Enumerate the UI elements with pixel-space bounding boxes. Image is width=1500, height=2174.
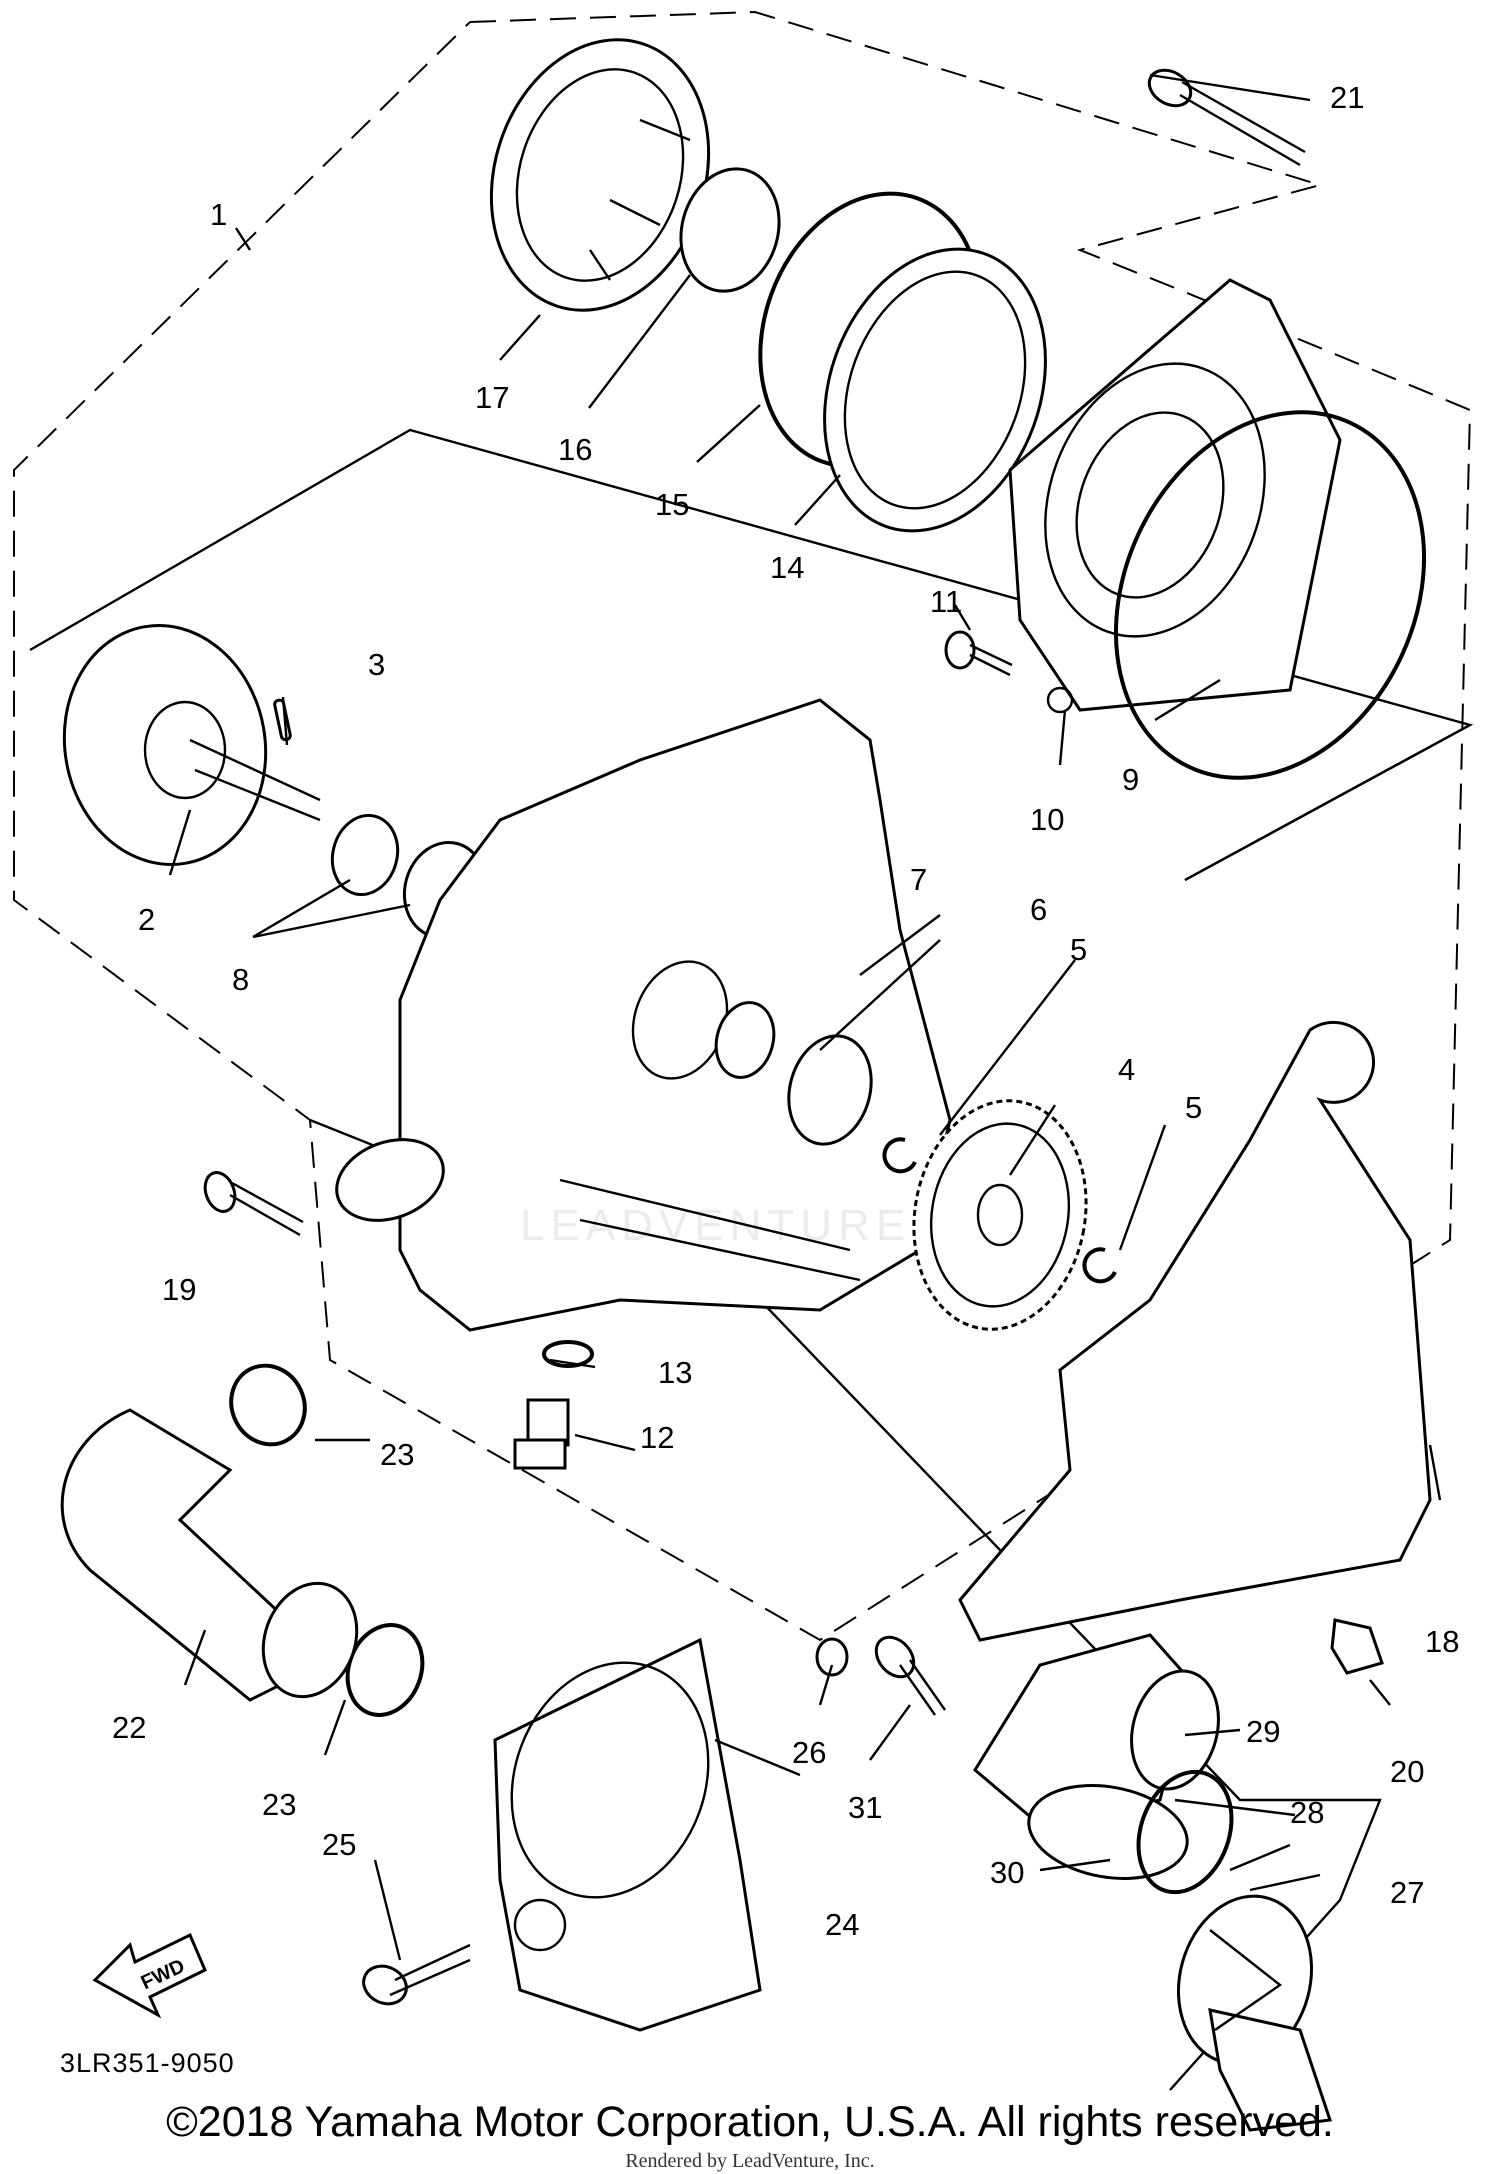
callout-29: 29 — [1246, 1714, 1280, 1749]
part-12-drain-plug — [513, 1398, 570, 1470]
diagram-code: 3LR351-9050 — [60, 2048, 235, 2078]
assembly-boundary-dashed — [13, 10, 1472, 1642]
callout-4: 4 — [1118, 1052, 1135, 1087]
callout-13: 13 — [658, 1355, 692, 1390]
callout-19: 19 — [162, 1272, 196, 1307]
callout-1: 1 — [210, 197, 227, 232]
callout-5b: 5 — [1185, 1090, 1202, 1125]
leader-lines — [168, 73, 1442, 1961]
part-29-thermostat-cover — [973, 1633, 1220, 1827]
callout-8: 8 — [232, 962, 249, 997]
rendered-by-credit: Rendered by LeadVenture, Inc. — [625, 2150, 875, 2172]
callout-2: 2 — [138, 902, 155, 937]
part-9-o-ring — [1113, 410, 1427, 780]
callout-6: 6 — [1030, 892, 1047, 927]
fwd-arrow-icon: FWD — [92, 1932, 207, 2019]
part-7-bearing — [714, 1001, 776, 1079]
part-28-o-ring — [1136, 1769, 1234, 1895]
copyright-notice: ©2018 Yamaha Motor Corporation, U.S.A. A… — [166, 2098, 1334, 2146]
callout-9: 9 — [1122, 762, 1139, 797]
callout-30: 30 — [990, 1855, 1024, 1890]
part-5-clip-a — [882, 1137, 917, 1174]
callout-20: 20 — [1390, 1754, 1424, 1789]
callout-5a: 5 — [1070, 932, 1087, 967]
water-pump-housing — [335, 698, 952, 1332]
watermark: LEADVENTURE — [520, 1201, 911, 1250]
callout-21: 21 — [1330, 80, 1364, 115]
part-22-elbow-pipe — [60, 1408, 333, 1702]
callout-17: 17 — [475, 380, 509, 415]
pump-cover-group-outline — [1184, 723, 1471, 882]
callout-22: 22 — [112, 1710, 146, 1745]
callout-26: 26 — [792, 1735, 826, 1770]
callout-7: 7 — [910, 862, 927, 897]
callout-11: 11 — [930, 584, 962, 619]
part-16-cap — [679, 167, 781, 293]
callout-15: 15 — [655, 487, 689, 522]
part-20-cap — [1330, 1618, 1384, 1675]
callout-31: 31 — [848, 1790, 882, 1825]
part-31-bolt — [874, 1635, 946, 1716]
part-6-bearing — [787, 1034, 873, 1146]
part-23-o-ring-a — [229, 1363, 307, 1447]
part-3-pin — [273, 698, 292, 742]
part-25-bolt — [362, 1943, 471, 2006]
callout-12: 12 — [640, 1420, 674, 1455]
part-24-thermostat-housing — [493, 1637, 762, 2032]
part-13-o-ring — [542, 1340, 594, 1368]
part-10-pump-cover — [1008, 278, 1342, 714]
callout-23a: 23 — [380, 1437, 414, 1472]
callout-27: 27 — [1390, 1875, 1424, 1910]
part-26-cap — [815, 1637, 849, 1677]
callout-10: 10 — [1030, 802, 1064, 837]
part-19-bolt — [203, 1171, 304, 1237]
part-11-bolt — [944, 630, 1013, 677]
callout-numbers: 1 2 3 4 5 5 6 7 8 9 10 11 12 13 14 15 16… — [112, 80, 1459, 1942]
callout-14: 14 — [770, 550, 804, 585]
part-2-impeller — [62, 624, 321, 866]
part-17-seal-cup — [489, 38, 711, 312]
callout-28: 28 — [1290, 1795, 1324, 1830]
part-14-seal-ring — [823, 247, 1047, 533]
callout-18: 18 — [1425, 1624, 1459, 1659]
part-22-pipe-end — [261, 1581, 359, 1699]
part-5-clip-b — [1082, 1247, 1117, 1284]
part-27-thermostat — [1176, 1894, 1333, 2132]
callout-23b: 23 — [262, 1787, 296, 1822]
callout-3: 3 — [368, 647, 385, 682]
callout-16: 16 — [558, 432, 592, 467]
part-4-gear — [912, 1099, 1088, 1331]
callout-25: 25 — [322, 1827, 356, 1862]
part-18-gasket — [958, 1020, 1432, 1642]
callout-24: 24 — [825, 1907, 859, 1942]
